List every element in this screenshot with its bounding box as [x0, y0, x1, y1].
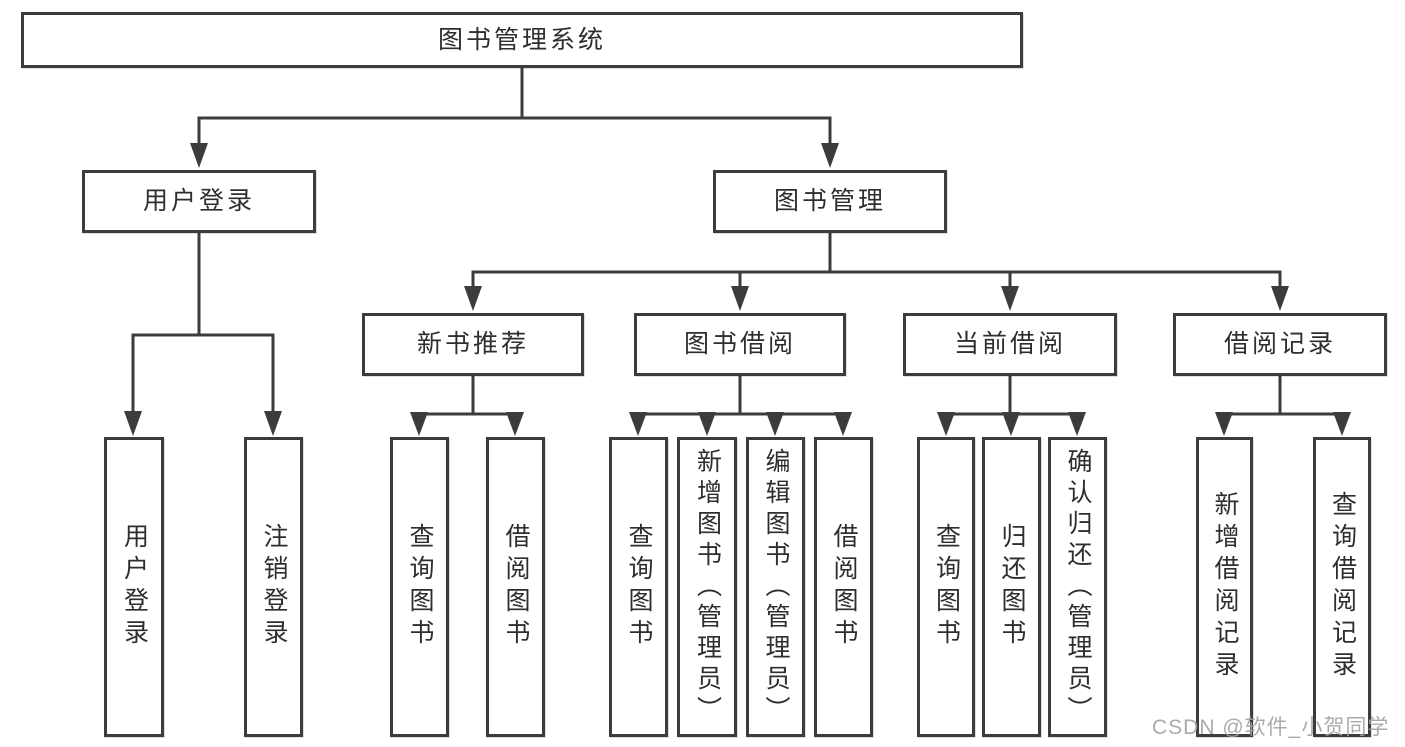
leaf-bb-borrow-books: 借阅图书 [814, 437, 873, 737]
leaf-bb-edit-books-admin-label: 编辑图书（管理员） [762, 447, 790, 727]
connector-user-login-to-leaves [124, 231, 282, 436]
leaf-nbr-borrow-books: 借阅图书 [486, 437, 545, 737]
leaf-br-query-record: 查询借阅记录 [1313, 437, 1371, 737]
connector-book-borrow-to-leaves [629, 374, 852, 436]
leaf-user-login-label: 用户登录 [120, 523, 149, 651]
leaf-bb-query-books: 查询图书 [609, 437, 668, 737]
leaf-bb-add-books-admin: 新增图书（管理员） [677, 437, 737, 737]
connector-new-book-recommend-to-leaves [410, 374, 524, 436]
leaf-logout: 注销登录 [244, 437, 303, 737]
leaf-nbr-query-books-label: 查询图书 [406, 523, 434, 651]
leaf-cb-return-books: 归还图书 [982, 437, 1041, 737]
leaf-nbr-query-books: 查询图书 [390, 437, 449, 737]
leaf-br-add-record: 新增借阅记录 [1196, 437, 1253, 737]
node-user-login-label: 用户登录 [142, 187, 255, 215]
connector-book-management-to-level3 [464, 231, 1289, 311]
leaf-cb-query-books: 查询图书 [917, 437, 975, 737]
connector-borrow-records-to-leaves [1215, 374, 1351, 436]
node-new-book-recommend: 新书推荐 [362, 313, 584, 376]
node-book-management: 图书管理 [713, 170, 947, 233]
leaf-bb-borrow-books-label: 借阅图书 [830, 523, 858, 651]
leaf-cb-query-books-label: 查询图书 [932, 523, 961, 651]
node-book-borrow: 图书借阅 [634, 313, 846, 376]
leaf-bb-edit-books-admin: 编辑图书（管理员） [746, 437, 805, 737]
leaf-br-query-record-label: 查询借阅记录 [1328, 491, 1357, 683]
node-root-label: 图书管理系统 [437, 25, 606, 54]
leaf-user-login: 用户登录 [104, 437, 164, 737]
node-borrow-records-label: 借阅记录 [1223, 330, 1336, 358]
leaf-cb-return-books-label: 归还图书 [998, 523, 1026, 651]
node-new-book-recommend-label: 新书推荐 [416, 330, 529, 358]
leaf-cb-confirm-return-admin-label: 确认归还（管理员） [1064, 447, 1092, 727]
leaf-bb-query-books-label: 查询图书 [625, 523, 653, 651]
leaf-bb-add-books-admin-label: 新增图书（管理员） [693, 447, 722, 727]
node-current-borrow-label: 当前借阅 [953, 330, 1066, 358]
leaf-cb-confirm-return-admin: 确认归还（管理员） [1048, 437, 1107, 737]
leaf-nbr-borrow-books-label: 借阅图书 [502, 523, 530, 651]
leaf-logout-label: 注销登录 [260, 523, 288, 651]
node-root: 图书管理系统 [21, 12, 1023, 68]
node-user-login: 用户登录 [82, 170, 316, 233]
connector-current-borrow-to-leaves [937, 374, 1086, 436]
leaf-br-add-record-label: 新增借阅记录 [1211, 491, 1239, 683]
node-book-management-label: 图书管理 [773, 187, 886, 215]
watermark-text: CSDN @软件_小贺同学 [1152, 716, 1390, 739]
node-borrow-records: 借阅记录 [1173, 313, 1387, 376]
node-book-borrow-label: 图书借阅 [683, 330, 796, 358]
node-current-borrow: 当前借阅 [903, 313, 1117, 376]
connector-root-to-level2 [190, 64, 839, 168]
